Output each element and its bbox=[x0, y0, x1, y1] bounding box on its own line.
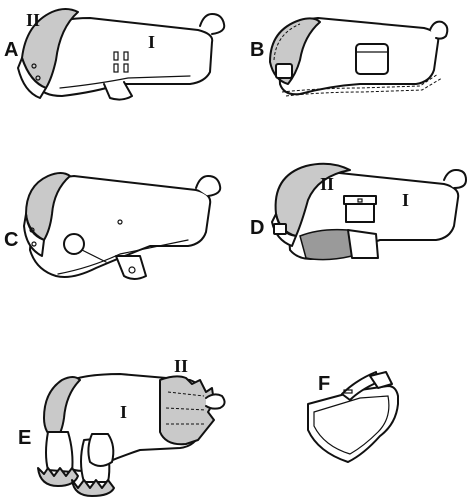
figure-d-label: D bbox=[250, 217, 264, 239]
figure-e-piece-ruffle-label: II bbox=[174, 356, 188, 376]
figure-b-label: B bbox=[250, 39, 264, 61]
figure-f: F bbox=[307, 371, 399, 463]
figure-c: C bbox=[4, 172, 222, 280]
figure-f-label: F bbox=[318, 373, 330, 395]
figure-e-piece-body-label: I bbox=[120, 402, 127, 422]
figure-a-piece-collar-label: II bbox=[26, 10, 40, 30]
figure-b: B bbox=[250, 17, 449, 97]
figure-a-piece-body-label: I bbox=[148, 32, 155, 52]
figure-a-label: A bbox=[4, 39, 18, 61]
figure-d-piece-collar-label: II bbox=[320, 174, 334, 194]
figure-d: D II I bbox=[250, 162, 467, 261]
figure-d-piece-body-label: I bbox=[402, 190, 409, 210]
figure-e-label: E bbox=[18, 427, 31, 449]
ruffle-piece bbox=[159, 375, 215, 446]
leg-ruffle bbox=[37, 467, 79, 487]
leg-ruffle bbox=[71, 479, 115, 497]
figure-a: A II I bbox=[4, 8, 226, 101]
figure-e: E II I bbox=[18, 356, 226, 497]
figure-c-label: C bbox=[4, 229, 18, 251]
